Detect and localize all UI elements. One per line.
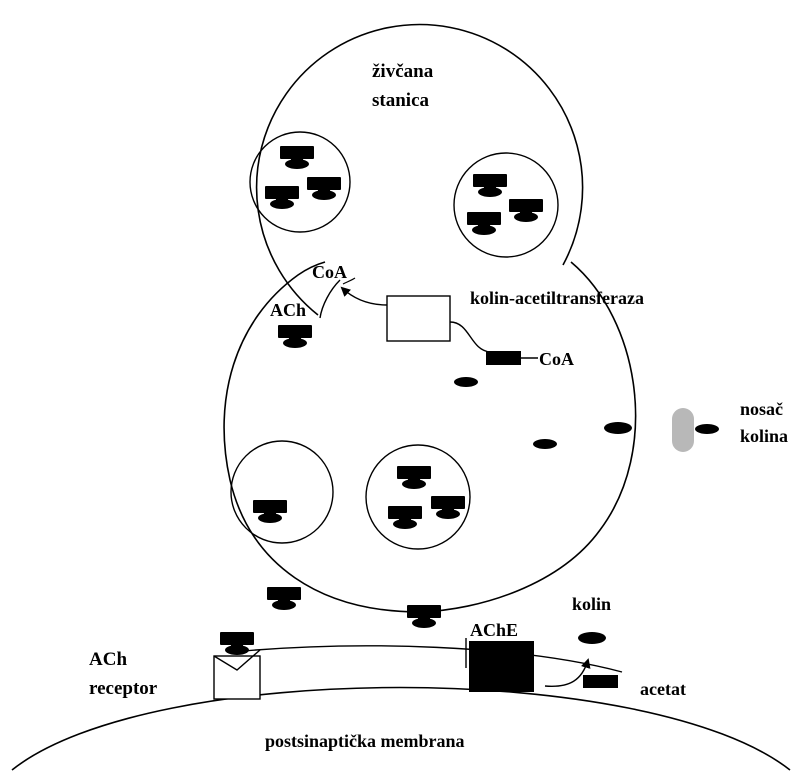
presynaptic-terminal [223, 261, 637, 613]
choline-molecule [578, 632, 606, 644]
ach-molecule [253, 500, 287, 523]
ach-molecule [278, 325, 312, 348]
ache-label: AChE [470, 620, 518, 640]
vesicle-top-left [249, 131, 351, 233]
enzyme-label: kolin-acetiltransferaza [470, 288, 644, 308]
neuron-label-line2: stanica [372, 90, 430, 111]
ach-molecule [473, 174, 507, 197]
coa-top-label: CoA [312, 262, 347, 282]
postsynaptic-membrane [11, 686, 791, 771]
ach-molecule [267, 587, 301, 610]
receptor-label-line2: receptor [89, 678, 158, 699]
transporter-label-line1: nosač [740, 399, 783, 419]
ach-molecule [388, 506, 422, 529]
transporter-label-line2: kolina [740, 426, 788, 446]
choline-transporter [672, 408, 694, 452]
vesicle-bottom-left [230, 440, 334, 544]
choline-molecule [604, 422, 632, 434]
ach-molecule [397, 466, 431, 489]
ach-molecule [407, 605, 441, 628]
ache-enzyme [469, 641, 534, 692]
ach-top-label: ACh [270, 300, 306, 320]
coa-right-label: CoA [539, 349, 574, 369]
ach-receptor [213, 655, 261, 700]
membrane-label: postsinaptička membrana [265, 731, 465, 751]
choline-molecule [695, 424, 719, 434]
choline-label: kolin [572, 594, 611, 614]
ach-molecule [509, 199, 543, 222]
neuron-label-line1: živčana [372, 61, 434, 82]
choline-molecule [533, 439, 557, 449]
ach-molecule [265, 186, 299, 209]
ach-molecule [467, 212, 501, 235]
ach-molecule [307, 177, 341, 200]
neuron-body [255, 23, 584, 316]
ach-molecule [431, 496, 465, 519]
vesicle-bottom-right [365, 444, 471, 550]
vesicle-top-right [453, 152, 559, 258]
coa-block [486, 351, 521, 365]
ach-molecule [280, 146, 314, 169]
acetate-label: acetat [640, 679, 686, 699]
acetate-block [583, 675, 618, 688]
choline-molecule [454, 377, 478, 387]
receptor-label-line1: ACh [89, 649, 127, 670]
choline-acetyltransferase-box [386, 295, 451, 342]
